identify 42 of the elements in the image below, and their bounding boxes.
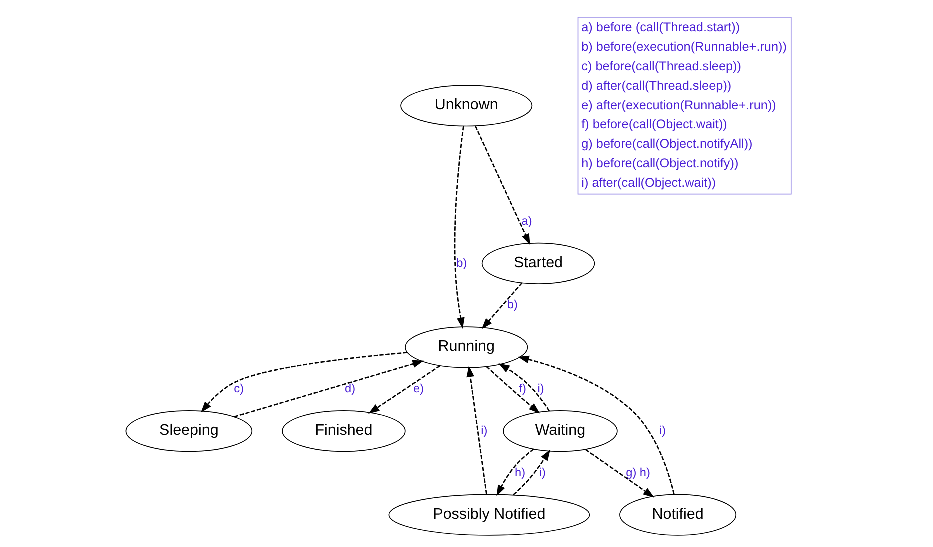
arrow bbox=[585, 449, 655, 498]
label: g) before(call(Object.notifyAll)) bbox=[582, 137, 753, 152]
arrow bbox=[518, 356, 675, 495]
edge-label: d) bbox=[345, 382, 356, 396]
edge-label: e) bbox=[414, 382, 424, 396]
edge-label: i) bbox=[481, 423, 488, 438]
arrow bbox=[498, 363, 550, 412]
arrow bbox=[454, 126, 465, 329]
edge-label: i) bbox=[660, 423, 666, 438]
label: e) after(execution(Runnable+.run)) bbox=[582, 98, 776, 112]
edge-label: a) bbox=[522, 214, 532, 228]
edge-label: f) bbox=[519, 382, 526, 396]
edge-label: i) bbox=[538, 382, 544, 396]
edge-label: b) bbox=[456, 256, 468, 270]
arrow bbox=[474, 126, 530, 246]
node-ellipse: Started bbox=[482, 242, 596, 284]
label: a) before (call(Thread.start)) bbox=[582, 20, 740, 34]
label: i) after(call(Object.wait)) bbox=[582, 176, 716, 190]
edge-label: h) bbox=[515, 465, 526, 480]
label: f) before(call(Object.wait)) bbox=[582, 118, 728, 132]
arrow bbox=[201, 352, 408, 413]
edge-label: i) bbox=[539, 465, 546, 480]
arrow bbox=[496, 448, 534, 496]
node-ellipse: Notified bbox=[620, 494, 737, 536]
edge-label: b) bbox=[507, 298, 518, 312]
node-ellipse: Possibly Notified bbox=[388, 494, 590, 536]
arrow bbox=[482, 282, 523, 330]
label: c) before(call(Thread.sleep)) bbox=[582, 59, 742, 74]
node-ellipse: Unknown bbox=[400, 85, 533, 127]
arrow bbox=[486, 366, 540, 414]
arrow bbox=[466, 366, 488, 495]
node-ellipse: Sleeping bbox=[126, 410, 253, 452]
arrow bbox=[513, 450, 550, 496]
label: d) after(call(Thread.sleep)) bbox=[582, 78, 732, 93]
edge-label: c) bbox=[234, 382, 244, 396]
label: h) before(call(Object.notify)) bbox=[582, 156, 739, 171]
arrow bbox=[368, 365, 441, 414]
label: b) before(execution(Runnable+.run)) bbox=[582, 40, 787, 54]
node-ellipse: Waiting bbox=[503, 410, 618, 452]
edge-label: g) h) bbox=[626, 465, 650, 480]
arrow bbox=[234, 360, 424, 418]
node-ellipse: Finished bbox=[282, 410, 406, 452]
